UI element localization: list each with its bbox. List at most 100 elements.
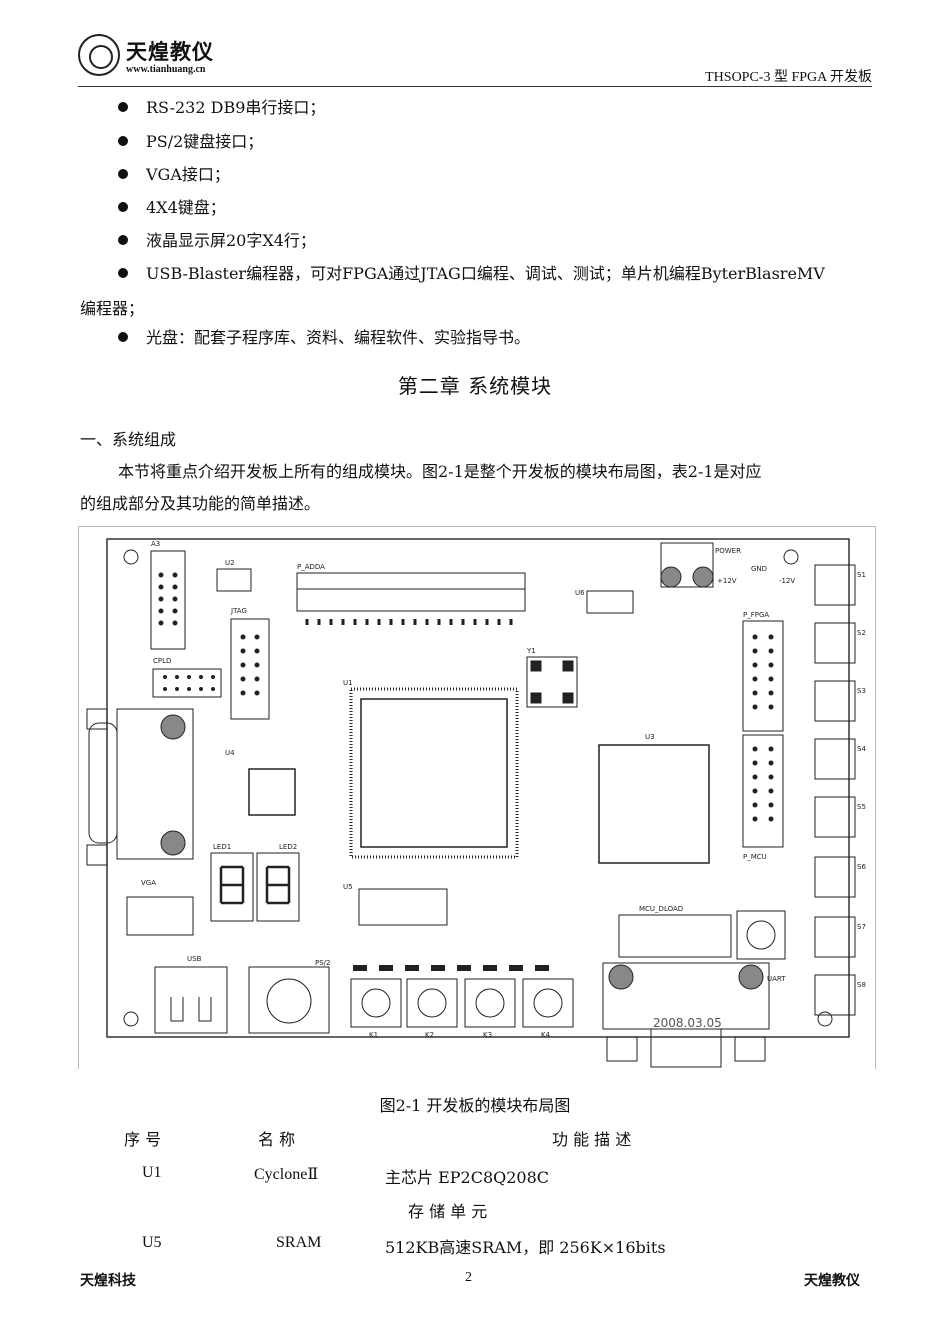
header-title: THSOPC-3 型 FPGA 开发板 — [705, 70, 872, 85]
u2-chip: U2 — [216, 559, 252, 592]
db9-left-connector — [86, 708, 194, 866]
svg-text:K3: K3 — [483, 1031, 492, 1039]
table-cell-name: SRAM — [276, 1234, 322, 1251]
seven-segment-displays: LED1 LED2 — [210, 843, 300, 922]
footer-right: 天煌教仪 — [804, 1273, 860, 1289]
section-title: 一、系统组成 — [80, 430, 177, 449]
table-group-row: 存 储 单 元 — [408, 1202, 488, 1221]
svg-text:LED1: LED1 — [213, 843, 231, 851]
jtag-header: JTAG — [230, 607, 270, 720]
a3-header: A3 — [150, 540, 186, 650]
logo-url: www.tianhuang.cn — [126, 64, 206, 75]
switch-column: S1 S2 S3 S4 S5 S6 S7 S8 — [814, 564, 866, 1016]
uart-db9-connector: UART 2008.03.05 — [602, 962, 786, 1068]
board-layout-figure: A3 U2 JTAG CPLD P_ADDA — [78, 526, 876, 1069]
power-jack: POWER +12V GND -12V — [660, 542, 795, 588]
mcu-dload-header: MCU_DLOAD — [618, 905, 732, 958]
intro-paragraph-line: 的组成部分及其功能的简单描述。 — [80, 494, 321, 513]
svg-text:VGA: VGA — [141, 879, 156, 887]
svg-text:P_ADDA: P_ADDA — [297, 563, 325, 571]
svg-text:K1: K1 — [369, 1031, 378, 1039]
table-header-name: 名 称 — [258, 1130, 296, 1149]
svg-text:S2: S2 — [857, 629, 866, 637]
u4-chip: U4 — [225, 749, 296, 816]
footer-left: 天煌科技 — [80, 1273, 136, 1289]
svg-text:S4: S4 — [857, 745, 866, 753]
u3-mcu-chip: U3 — [598, 733, 710, 864]
cpld-header: CPLD — [152, 657, 222, 698]
svg-text:U1: U1 — [343, 679, 353, 687]
svg-text:S6: S6 — [857, 863, 866, 871]
table-header-desc: 功 能 描 述 — [552, 1130, 632, 1149]
chapter-title: 第二章 系统模块 — [397, 374, 553, 398]
p-adda-header: P_ADDA — [296, 563, 526, 625]
page-number: 2 — [465, 1270, 472, 1285]
bullet-dot-icon — [118, 102, 128, 112]
svg-text:LED2: LED2 — [279, 843, 297, 851]
bullet-item: PS/2键盘接口； — [118, 132, 263, 152]
svg-text:U5: U5 — [343, 883, 353, 891]
bullet-dot-icon — [118, 136, 128, 146]
svg-text:JTAG: JTAG — [230, 607, 247, 615]
svg-text:K2: K2 — [425, 1031, 434, 1039]
svg-text:PS/2: PS/2 — [315, 959, 330, 967]
figure-caption: 图2-1 开发板的模块布局图 — [379, 1096, 571, 1115]
bullet-dot-icon — [118, 268, 128, 278]
mounting-holes — [123, 549, 833, 1027]
pcb-outline — [106, 538, 850, 1038]
svg-text:P_FPGA: P_FPGA — [743, 611, 769, 619]
reset-button — [736, 910, 786, 960]
intro-paragraph-line: 本节将重点介绍开发板上所有的组成模块。图2-1是整个开发板的模块布局图，表2-1… — [118, 462, 762, 481]
logo-emblem-icon — [78, 34, 120, 76]
u1-fpga-chip: U1 — [343, 679, 519, 859]
table-cell-name: CycloneⅡ — [254, 1166, 319, 1183]
svg-text:S1: S1 — [857, 571, 866, 579]
svg-text:GND: GND — [751, 565, 767, 573]
bullet-item: VGA接口； — [118, 165, 230, 185]
led-row — [353, 965, 549, 971]
bullet-continuation: 编程器； — [80, 299, 145, 318]
svg-text:U3: U3 — [645, 733, 655, 741]
svg-text:U2: U2 — [225, 559, 235, 567]
svg-text:-12V: -12V — [779, 577, 795, 585]
table-cell-id: U5 — [142, 1234, 162, 1251]
svg-text:UART: UART — [767, 975, 786, 983]
svg-text:S5: S5 — [857, 803, 866, 811]
usb-connector: USB — [154, 955, 228, 1034]
header-divider — [78, 86, 872, 87]
svg-text:A3: A3 — [151, 540, 160, 548]
vga-chip: VGA — [126, 879, 194, 936]
bullet-item: 4X4键盘； — [118, 198, 226, 218]
u6-chip: U6 — [575, 589, 634, 614]
bullet-dot-icon — [118, 332, 128, 342]
svg-text:MCU_DLOAD: MCU_DLOAD — [639, 905, 683, 913]
svg-text:POWER: POWER — [715, 547, 741, 555]
u5-sram-chip: U5 — [343, 883, 448, 926]
push-keys: K1 K2 K3 K4 — [350, 978, 574, 1039]
svg-text:+12V: +12V — [717, 577, 737, 585]
logo-name: 天煌教仪 — [126, 39, 214, 64]
svg-text:P_MCU: P_MCU — [743, 853, 767, 861]
table-header-id: 序 号 — [124, 1130, 162, 1149]
svg-text:S8: S8 — [857, 981, 866, 989]
table-cell-desc: 主芯片 EP2C8Q208C — [385, 1168, 550, 1187]
table-cell-desc: 512KB高速SRAM，即 256K×16bits — [385, 1238, 666, 1257]
svg-text:U6: U6 — [575, 589, 585, 597]
bullet-item: RS-232 DB9串行接口； — [118, 98, 325, 118]
bullet-dot-icon — [118, 169, 128, 179]
svg-text:K4: K4 — [541, 1031, 551, 1039]
svg-text:S7: S7 — [857, 923, 866, 931]
svg-text:Y1: Y1 — [526, 647, 536, 655]
svg-text:USB: USB — [187, 955, 202, 963]
p-mcu-header: P_MCU — [742, 734, 784, 861]
table-cell-id: U1 — [142, 1164, 162, 1181]
y1-crystal: Y1 — [526, 647, 578, 708]
svg-text:CPLD: CPLD — [153, 657, 171, 665]
svg-text:2008.03.05: 2008.03.05 — [653, 1016, 722, 1030]
bullet-dot-icon — [118, 202, 128, 212]
bullet-item: 液晶显示屏20字X4行； — [118, 231, 316, 251]
company-logo: 天煌教仪 www.tianhuang.cn — [78, 34, 226, 78]
p-fpga-header: P_FPGA — [742, 611, 784, 732]
bullet-dot-icon — [118, 235, 128, 245]
bullet-item: 光盘：配套子程序库、资料、编程软件、实验指导书。 — [118, 328, 530, 348]
